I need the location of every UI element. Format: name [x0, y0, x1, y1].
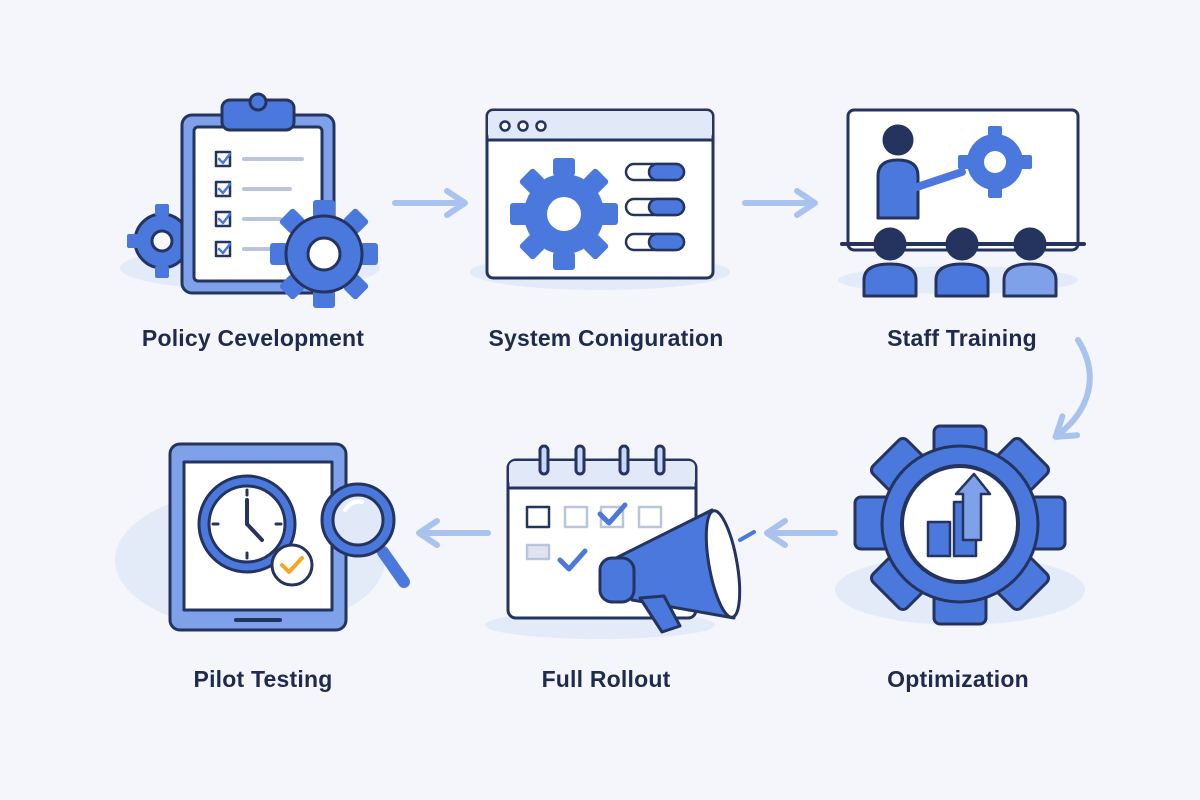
- board-gear-icon: [958, 126, 1032, 198]
- step-label-staff-training: Staff Training: [887, 325, 1037, 351]
- large-gear: [270, 200, 378, 308]
- settings-gear-icon: [510, 158, 618, 270]
- browser-settings-icon: [485, 108, 715, 280]
- toggle-switches: [624, 162, 686, 252]
- checkmark-badge: [270, 543, 314, 587]
- audience: [862, 227, 1058, 298]
- presenter: [876, 124, 966, 220]
- tablet-clock-magnifier-icon: [168, 442, 410, 632]
- flow-arrows: [392, 188, 1093, 548]
- step-label-policy-development: Policy Cevelopment: [141, 325, 365, 351]
- presentation-audience-icon: [840, 108, 1086, 298]
- step-label-full-rollout: Full Rollout: [541, 666, 671, 692]
- calendar-megaphone-icon: [506, 444, 756, 634]
- step-label-pilot-testing: Pilot Testing: [193, 666, 333, 692]
- step-label-system-configuration: System Coniguration: [488, 325, 724, 351]
- clipboard-gears-icon: [127, 92, 378, 308]
- step-label-optimization: Optimization: [887, 666, 1029, 692]
- megaphone-icon: [598, 508, 756, 634]
- gear-growth-chart-icon: [853, 424, 1067, 626]
- clock-icon: [197, 474, 297, 574]
- magnifier-icon: [320, 482, 410, 588]
- growth-bars: [926, 472, 992, 558]
- calendar-rings: [538, 444, 666, 476]
- arrow-curved-down: [1052, 337, 1093, 440]
- checklist: [214, 150, 232, 258]
